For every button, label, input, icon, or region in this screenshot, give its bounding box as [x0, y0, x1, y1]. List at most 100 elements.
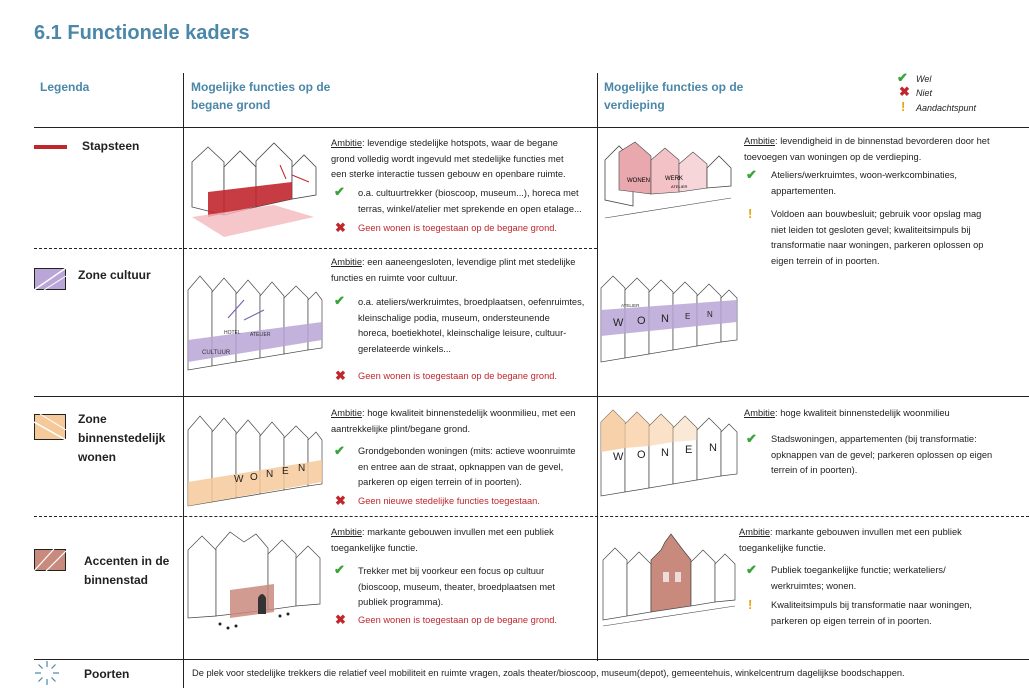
r1-ground-cross-icon: ✖	[335, 220, 346, 235]
legend-stapsteen: Stapsteen	[82, 139, 140, 153]
illustration-cultuur-ground: CULTUUR HOTEL ATELIER	[187, 275, 323, 371]
r4-ground-yes: Trekker met bij voorkeur een focus op cu…	[358, 564, 594, 611]
legend-wonen-line1: Zone	[78, 412, 107, 426]
r1-upper-ambition-1: levendigheid in de binnenstad bevorderen…	[780, 136, 990, 146]
key-cross-icon: ✖	[899, 84, 910, 99]
r3-ground-ambition: Ambitie: hoge kwaliteit binnenstedelijk …	[331, 406, 593, 437]
r1-ground-yes-1: o.a. cultuurtrekker (bioscoop, museum...…	[358, 188, 579, 198]
legend-cultuur-swatch	[34, 268, 66, 290]
key-attention: Aandachtspunt	[916, 103, 977, 113]
r1-upper-yes-2: appartementen.	[771, 185, 837, 196]
legend-stapsteen-swatch	[34, 145, 67, 149]
r2-ground-check-icon: ✔	[334, 293, 345, 308]
header-upper-line1: Mogelijke functies op de	[604, 80, 744, 94]
r1-upper-attention: Voldoen aan bouwbesluit; gebruik voor op…	[771, 207, 1021, 269]
r3-ground-yes: Grondgebonden woningen (mits: actieve wo…	[358, 444, 594, 491]
r3-ground-yes-2: en entree aan de straat, opknappen van d…	[358, 461, 564, 472]
r2-upper-n2: N	[707, 310, 713, 319]
r3-ground-cross-icon: ✖	[335, 493, 346, 508]
r2-ground-yes-2: kleinschalige podia, museum, ondersteune…	[358, 312, 550, 323]
r2-upper-e: E	[685, 312, 690, 321]
r3-ground-n: N	[266, 469, 273, 480]
r1-upper-wonen: WONEN	[627, 178, 650, 184]
r1-upper-yes: Ateliers/werkruimtes, woon-werkcombinati…	[771, 168, 1021, 199]
r4-upper-yes-2: werkruimtes; wonen.	[771, 580, 857, 591]
column-divider-1	[183, 73, 184, 688]
key-check-icon: ✔	[897, 70, 908, 85]
r1-upper-attention-2: niet leiden tot gesloten gevel; kwalitei…	[771, 224, 971, 235]
r1-upper-check-icon: ✔	[746, 167, 757, 182]
r2-ground-yes-4: gerelateerde winkels...	[358, 343, 452, 354]
r1-ground-check-icon: ✔	[334, 184, 345, 199]
r1-upper-attention-icon: !	[748, 206, 753, 221]
r1-ground-no: Geen wonen is toegestaan op de begane gr…	[358, 223, 558, 233]
r4-upper-check-icon: ✔	[746, 562, 757, 577]
r3-upper-check-icon: ✔	[746, 431, 757, 446]
r4-ground-ambition-1: markante gebouwen invullen met een publi…	[367, 527, 554, 537]
r4-ground-yes-2: (bioscoop, museum, theater, broedplaatse…	[358, 581, 555, 592]
r3-ground-yes-1: Grondgebonden woningen (mits: actieve wo…	[358, 446, 576, 456]
r1-ground-yes: o.a. cultuurtrekker (bioscoop, museum...…	[358, 186, 594, 217]
r3-ground-ambition-2: aantrekkelijke plint/begane grond.	[331, 423, 471, 434]
r3-upper-yes-2: opknappen van de gevel; parkeren oplosse…	[771, 449, 993, 460]
r2-upper-o: O	[637, 315, 646, 327]
r2-ground-ambition: Ambitie: een aaneengesloten, levendige p…	[331, 255, 593, 286]
column-divider-2	[597, 73, 598, 661]
legend-accenten-line1: Accenten in de	[84, 554, 170, 568]
r3-ground-e: E	[282, 466, 289, 477]
r3-ground-no: Geen nieuwe stedelijke functies toegesta…	[358, 496, 540, 506]
legend-accenten-swatch	[34, 549, 66, 571]
r3-upper-ambition-1: hoge kwaliteit binnenstedelijk woonmilie…	[780, 408, 950, 418]
page-title: 6.1 Functionele kaders	[34, 22, 250, 44]
r2-upper-atelier: ATELIER	[621, 303, 640, 308]
r3-upper-ambition-label: Ambitie	[744, 408, 776, 418]
r1-upper-attention-3: transformatie naar woningen, parkeren op…	[771, 240, 984, 250]
legend-wonen-line2: binnenstedelijk	[78, 431, 166, 445]
r4-upper-yes-1: Publiek toegankelijke functie; werkateli…	[771, 565, 946, 575]
r4-upper-yes: Publiek toegankelijke functie; werkateli…	[771, 563, 1021, 594]
row-divider-1	[34, 248, 597, 249]
legend-accenten: Accenten in de binnenstad	[84, 552, 169, 590]
r4-ground-no: Geen wonen is toegestaan op de begane gr…	[358, 615, 558, 625]
key-attention-icon: !	[901, 99, 906, 114]
r4-upper-attention: Kwaliteitsimpuls bij transformatie naar …	[771, 598, 1021, 629]
header-ground-line1: Mogelijke functies op de	[191, 80, 331, 94]
r3-upper-yes-3: terrein of in poorten).	[771, 465, 858, 475]
r3-upper-o: O	[637, 449, 646, 461]
r4-ground-ambition: Ambitie: markante gebouwen invullen met …	[331, 525, 593, 556]
r1-upper-attention-4: eigen terrein of in poorten.	[771, 255, 880, 266]
r2-ground-ambition-label: Ambitie	[331, 257, 363, 267]
r1-ground-ambition-2: grond volledig wordt ingevuld met stedel…	[331, 153, 564, 164]
illustration-stapsteen-ground	[191, 142, 317, 237]
r2-ground-yes: o.a. ateliers/werkruimtes, broedplaatsen…	[358, 295, 594, 357]
r3-upper-ambition: Ambitie: hoge kwaliteit binnenstedelijk …	[744, 408, 950, 418]
r3-ground-w: W	[234, 474, 244, 485]
r2-ground-yes-1: o.a. ateliers/werkruimtes, broedplaatsen…	[358, 297, 585, 307]
r2-ground-ambition-1: een aaneengesloten, levendige plint met …	[367, 257, 576, 267]
r4-ground-check-icon: ✔	[334, 562, 345, 577]
r3-upper-n: N	[661, 447, 669, 459]
r3-upper-e: E	[685, 444, 692, 456]
header-divider	[34, 127, 1029, 128]
r4-upper-ambition-1: markante gebouwen invullen met een publi…	[775, 527, 962, 537]
r3-upper-yes: Stadswoningen, appartementen (bij transf…	[771, 432, 1021, 479]
r2-ground-cross-icon: ✖	[335, 368, 346, 383]
r3-upper-n2: N	[709, 442, 717, 454]
legend-wonen-swatch	[34, 414, 66, 440]
legend-accenten-line2: binnenstad	[84, 573, 149, 587]
r3-upper-yes-1: Stadswoningen, appartementen (bij transf…	[771, 434, 977, 444]
r1-ground-ambition-label: Ambitie	[331, 138, 363, 148]
r3-upper-w: W	[613, 451, 624, 463]
illustration-wonen-upper: W O N E N	[600, 409, 738, 497]
illustration-accenten-ground	[187, 531, 321, 630]
r4-ground-ambition-2: toegankelijke functie.	[331, 542, 418, 553]
r1-ground-ambition: Ambitie: levendige stedelijke hotspots, …	[331, 136, 593, 183]
r4-upper-attention-1: Kwaliteitsimpuls bij transformatie naar …	[771, 600, 973, 610]
r1-ground-ambition-1: levendige stedelijke hotspots, waar de b…	[367, 138, 558, 148]
legend-poorten: Poorten	[84, 667, 130, 681]
r2-ground-cultuur: CULTUUR	[202, 350, 231, 356]
r5-description: De plek voor stedelijke trekkers die rel…	[192, 668, 905, 678]
header-ground: Mogelijke functies op de begane grond	[191, 78, 330, 114]
r2-ground-no: Geen wonen is toegestaan op de begane gr…	[358, 371, 558, 381]
r3-ground-o: O	[250, 472, 258, 483]
